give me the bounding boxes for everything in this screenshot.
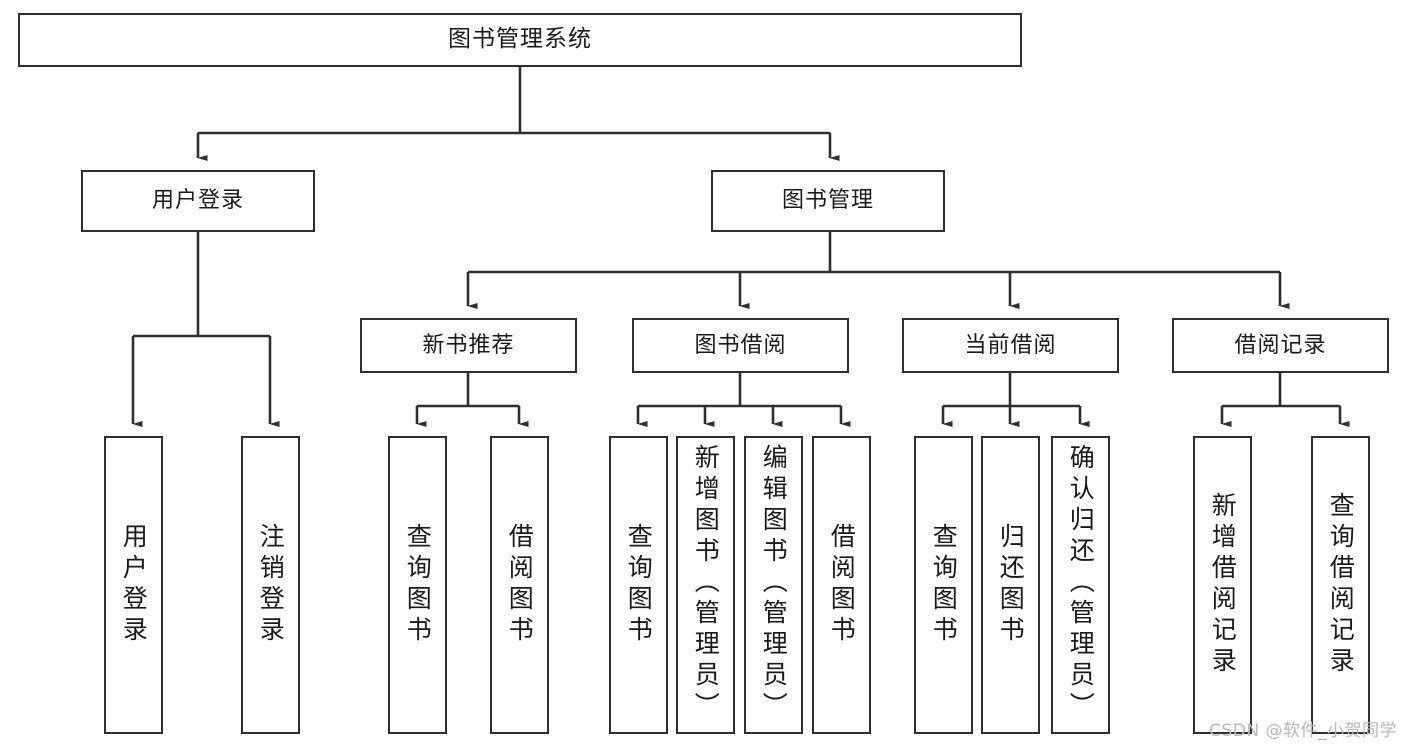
node-leaf-logout[interactable]: 注销登录 <box>241 436 300 734</box>
node-leaf-user-login-label: 用户登录 <box>119 523 149 647</box>
node-leaf-edit-book-label: 编辑图书（管理员） <box>759 444 789 723</box>
node-new-book-rec[interactable]: 新书推荐 <box>360 318 577 373</box>
node-book-manage[interactable]: 图书管理 <box>711 170 945 232</box>
node-leaf-return-book-label: 归还图书 <box>996 523 1026 647</box>
node-current-borrow[interactable]: 当前借阅 <box>902 318 1119 373</box>
node-leaf-add-record-label: 新增借阅记录 <box>1208 492 1238 678</box>
node-leaf-query-book-1[interactable]: 查询图书 <box>388 436 447 734</box>
node-leaf-borrow-book-1-label: 借阅图书 <box>505 523 535 647</box>
node-leaf-add-book[interactable]: 新增图书（管理员） <box>676 436 735 734</box>
node-leaf-borrow-book-2-label: 借阅图书 <box>827 523 857 647</box>
node-leaf-confirm-return[interactable]: 确认归还（管理员） <box>1051 436 1110 734</box>
node-leaf-query-book-2-label: 查询图书 <box>624 523 654 647</box>
watermark: CSDN @软件_小贺同学 <box>1209 721 1397 741</box>
node-leaf-query-book-2[interactable]: 查询图书 <box>609 436 668 734</box>
node-leaf-confirm-return-label: 确认归还（管理员） <box>1066 444 1096 723</box>
node-leaf-borrow-book-1[interactable]: 借阅图书 <box>490 436 549 734</box>
node-book-borrow[interactable]: 图书借阅 <box>632 318 849 373</box>
node-leaf-borrow-book-2[interactable]: 借阅图书 <box>812 436 871 734</box>
node-leaf-query-book-1-label: 查询图书 <box>403 523 433 647</box>
node-leaf-user-login[interactable]: 用户登录 <box>104 436 163 734</box>
node-book-borrow-label: 图书借阅 <box>694 332 787 358</box>
node-book-manage-label: 图书管理 <box>781 188 874 214</box>
node-leaf-add-record[interactable]: 新增借阅记录 <box>1193 436 1252 734</box>
node-borrow-record-label: 借阅记录 <box>1234 332 1327 358</box>
node-leaf-query-book-3-label: 查询图书 <box>929 523 959 647</box>
node-leaf-query-record[interactable]: 查询借阅记录 <box>1311 436 1370 734</box>
node-leaf-query-book-3[interactable]: 查询图书 <box>914 436 973 734</box>
node-leaf-edit-book[interactable]: 编辑图书（管理员） <box>744 436 803 734</box>
node-leaf-add-book-label: 新增图书（管理员） <box>691 444 721 723</box>
node-leaf-logout-label: 注销登录 <box>256 523 286 647</box>
node-root[interactable]: 图书管理系统 <box>18 13 1022 67</box>
node-new-book-rec-label: 新书推荐 <box>422 332 515 358</box>
node-borrow-record[interactable]: 借阅记录 <box>1172 318 1389 373</box>
node-root-label: 图书管理系统 <box>448 26 592 53</box>
node-user-login[interactable]: 用户登录 <box>81 170 315 232</box>
node-current-borrow-label: 当前借阅 <box>964 332 1057 358</box>
node-user-login-label: 用户登录 <box>151 188 244 214</box>
node-leaf-query-record-label: 查询借阅记录 <box>1326 492 1356 678</box>
node-leaf-return-book[interactable]: 归还图书 <box>981 436 1040 734</box>
